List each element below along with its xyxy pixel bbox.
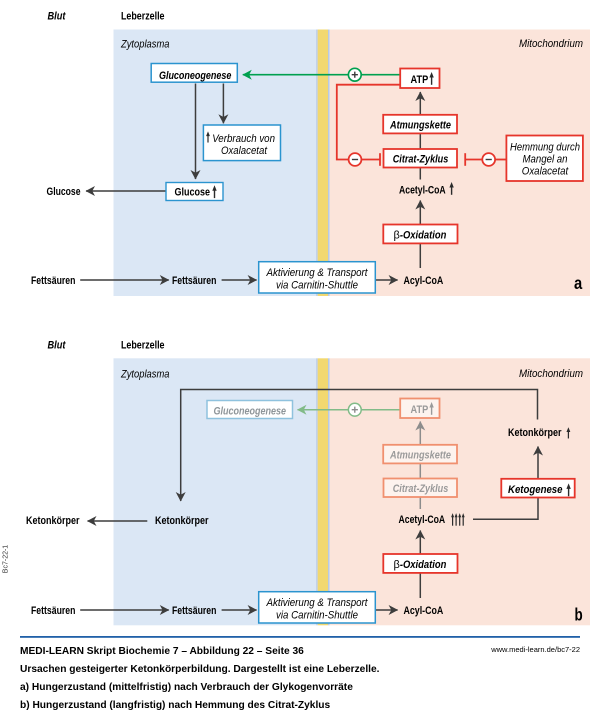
svg-text:Atmungskette: Atmungskette [389,120,451,132]
svg-text:Glucose: Glucose [47,186,81,198]
svg-text:Mitochondrium: Mitochondrium [519,38,583,50]
svg-text:Atmungskette: Atmungskette [389,450,451,462]
svg-text:Acetyl-CoA: Acetyl-CoA [399,514,446,526]
svg-text:Acetyl-CoA: Acetyl-CoA [399,184,446,196]
svg-text:Acyl-CoA: Acyl-CoA [404,605,444,617]
svg-text:Ketogenese: Ketogenese [508,484,563,496]
svg-text:Verbrauch von: Verbrauch von [212,133,275,145]
svg-text:Ursachen gesteigerter Ketonkör: Ursachen gesteigerter Ketonkörperbildung… [20,664,380,675]
svg-text:Ketonkörper: Ketonkörper [155,515,209,527]
svg-text:Oxalacetat: Oxalacetat [221,145,268,157]
svg-text:b: b [575,604,583,624]
svg-text:ATP: ATP [411,74,429,86]
svg-text:Mangel an: Mangel an [523,153,568,165]
svg-text:Aktivierung & Transport: Aktivierung & Transport [266,267,369,279]
svg-text:Aktivierung & Transport: Aktivierung & Transport [266,597,369,609]
svg-text:Leberzelle: Leberzelle [121,340,165,352]
svg-text:Fettsäuren: Fettsäuren [172,605,217,617]
svg-text:ATP: ATP [411,404,429,416]
svg-text:Fettsäuren: Fettsäuren [31,275,76,287]
svg-text:Citrat-Zyklus: Citrat-Zyklus [393,483,449,495]
svg-text:Gluconeogenese: Gluconeogenese [214,406,287,418]
svg-text:Gluconeogenese: Gluconeogenese [159,70,232,82]
svg-text:via Carnitin-Shuttle: via Carnitin-Shuttle [276,610,358,622]
svg-text:β-Oxidation: β-Oxidation [394,230,447,242]
svg-text:Zytoplasma: Zytoplasma [120,39,169,51]
svg-text:Citrat-Zyklus: Citrat-Zyklus [393,153,449,165]
svg-text:Blut: Blut [48,340,67,352]
svg-text:Fettsäuren: Fettsäuren [31,605,76,617]
svg-text:a: a [574,273,582,293]
svg-text:Ketonkörper: Ketonkörper [508,427,562,439]
svg-text:β-Oxidation: β-Oxidation [394,559,447,571]
svg-text:via Carnitin-Shuttle: via Carnitin-Shuttle [276,280,358,292]
svg-text:Zytoplasma: Zytoplasma [120,369,169,381]
svg-text:Hemmung durch: Hemmung durch [510,141,580,153]
svg-text:b) Hungerzustand (langfristig): b) Hungerzustand (langfristig) nach Hemm… [20,700,331,711]
svg-text:Glucose: Glucose [175,187,211,199]
svg-text:Bc7-22-1: Bc7-22-1 [3,545,10,574]
svg-text:Mitochondrium: Mitochondrium [519,368,583,380]
svg-text:Acyl-CoA: Acyl-CoA [404,275,444,287]
svg-text:a) Hungerzustand (mittelfristi: a) Hungerzustand (mittelfristig) nach Ve… [20,682,353,693]
svg-text:Fettsäuren: Fettsäuren [172,275,217,287]
svg-text:Leberzelle: Leberzelle [121,11,165,23]
svg-text:MEDI-LEARN Skript Biochemie 7: MEDI-LEARN Skript Biochemie 7 – Abbildun… [20,646,304,657]
svg-text:Ketonkörper: Ketonkörper [26,515,80,527]
svg-text:Oxalacetat: Oxalacetat [522,165,569,177]
svg-text:www.medi-learn.de/bc7-22: www.medi-learn.de/bc7-22 [490,645,580,654]
svg-text:Blut: Blut [48,11,67,23]
